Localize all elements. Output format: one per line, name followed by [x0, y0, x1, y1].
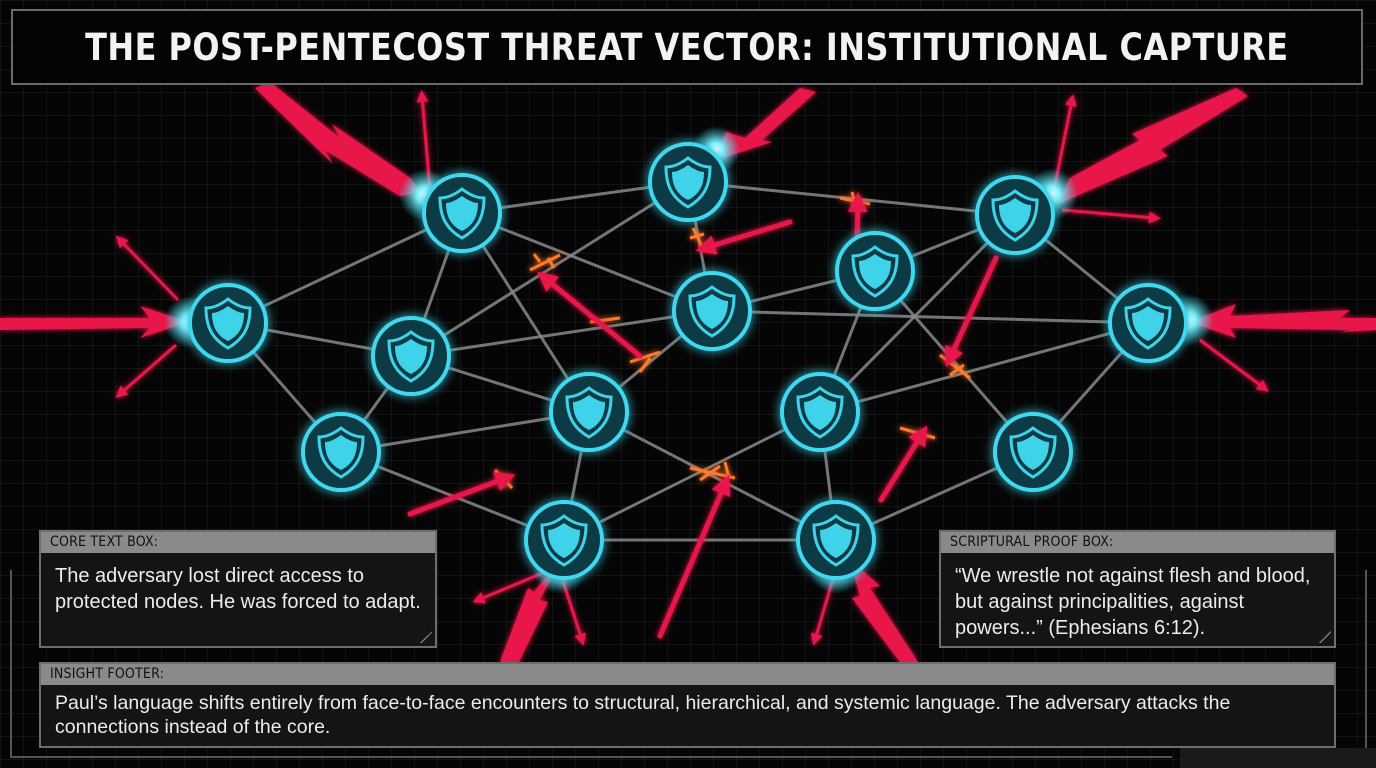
incoming-attacks [0, 82, 1376, 664]
network-edge [461, 211, 713, 313]
network-node [672, 271, 752, 351]
network-node [796, 500, 876, 580]
shield-icon [204, 297, 252, 350]
network-node [301, 412, 381, 492]
resize-corner-icon [1319, 631, 1331, 643]
network-node [648, 142, 728, 222]
core-text-box-text: The adversary lost direct access to prot… [55, 565, 421, 613]
network-edge [818, 213, 1017, 414]
core-text-box: CORE TEXT BOX: The adversary lost direct… [39, 530, 437, 648]
network-edge [410, 180, 689, 358]
network-node [549, 372, 629, 452]
network-edge [227, 211, 463, 325]
network-node [524, 500, 604, 580]
network-edge [711, 309, 1149, 325]
network-node [835, 231, 915, 311]
shield-icon [387, 330, 435, 383]
shield-icon [664, 156, 712, 209]
network-nodes [188, 142, 1188, 580]
shield-icon [1009, 426, 1057, 479]
shield-icon [991, 189, 1039, 242]
shield-icon [438, 187, 486, 240]
shield-icon [796, 386, 844, 439]
scriptural-proof-box-text: “We wrestle not against flesh and blood,… [955, 565, 1311, 639]
network-edge [563, 410, 821, 542]
resize-corner-icon [420, 631, 432, 643]
network-node [371, 316, 451, 396]
scriptural-proof-box: SCRIPTURAL PROOF BOX: “We wrestle not ag… [939, 530, 1336, 648]
network-edge [340, 410, 590, 454]
shield-icon [540, 514, 588, 567]
shield-icon [317, 426, 365, 479]
network-node [975, 175, 1055, 255]
internal-attack-arrows [407, 192, 999, 639]
bottom-right-patch [1180, 748, 1376, 768]
network-edge [687, 180, 1016, 217]
insight-footer: INSIGHT FOOTER: Paul’s language shifts e… [39, 662, 1336, 748]
network-node [422, 173, 502, 253]
network-node [188, 283, 268, 363]
network-node [993, 412, 1073, 492]
network-node [780, 372, 860, 452]
shield-icon [1124, 297, 1172, 350]
shield-icon [812, 514, 860, 567]
shield-icon [851, 245, 899, 298]
network-node [1108, 283, 1188, 363]
insight-footer-text: Paul’s language shifts entirely from fac… [55, 692, 1231, 738]
network-edge [410, 309, 713, 358]
shield-icon [565, 386, 613, 439]
page-title: THE POST-PENTECOST THREAT VECTOR: INSTIT… [85, 25, 1289, 69]
title-bar: THE POST-PENTECOST THREAT VECTOR: INSTIT… [11, 9, 1363, 85]
scriptural-proof-box-heading: SCRIPTURAL PROOF BOX: [941, 532, 1334, 553]
bottom-frame-line [10, 756, 1172, 758]
insight-footer-heading: INSIGHT FOOTER: [41, 664, 1334, 685]
core-text-box-heading: CORE TEXT BOX: [41, 532, 435, 553]
shield-icon [688, 285, 736, 338]
network-edge [819, 321, 1149, 414]
